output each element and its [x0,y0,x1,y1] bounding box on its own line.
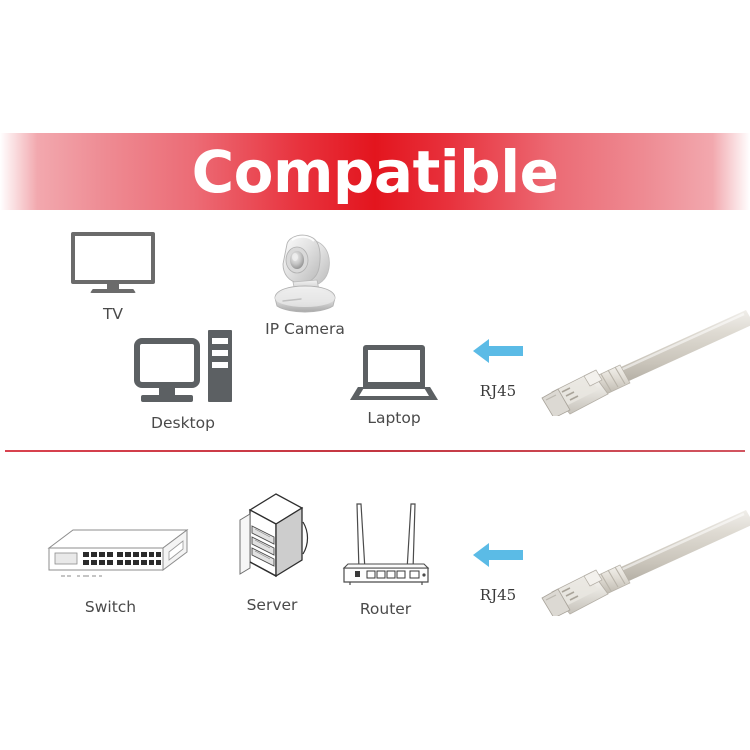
bottom-row-arrow: RJ45 [468,540,528,604]
device-label-tv: TV [102,305,124,323]
monitor-neck [159,388,175,395]
tower-slot [212,338,228,344]
banner-title: Compatible [191,137,559,206]
tv-screen [71,232,155,284]
device-label-desktop: Desktop [151,414,215,432]
wifi-router-icon [334,498,438,590]
device-label-ip-camera: IP Camera [265,320,345,338]
rj45-cable-bottom [536,506,750,621]
device-tv: TV [58,232,168,323]
compatible-banner: Compatible [0,133,750,210]
desktop-monitor [134,338,200,402]
ip-camera-icon [259,228,351,314]
device-laptop: Laptop [344,345,444,427]
connector-label-top: RJ45 [479,382,517,400]
tv-stand [90,289,136,293]
laptop-screen [363,345,425,387]
rj45-patch-cable-icon [541,510,750,619]
device-switch: Switch [28,522,193,616]
device-ip-camera: IP Camera [240,228,370,338]
device-label-router: Router [359,600,412,618]
device-router: Router [333,498,438,618]
top-row-arrow: RJ45 [468,336,528,400]
left-arrow-icon [473,543,523,567]
desktop-tower [208,330,232,402]
monitor-screen [134,338,200,388]
monitor-foot [141,395,193,402]
device-server: Server [222,488,322,614]
device-label-switch: Switch [84,598,137,616]
tv-icon [71,232,155,293]
tower-slot [212,350,228,356]
tower-slot [212,362,228,368]
server-rack-icon [232,488,312,588]
laptop-keyboard [359,389,429,396]
desktop-computer-icon [134,330,232,402]
device-label-server: Server [246,596,298,614]
section-divider [5,450,745,452]
tv-neck [107,284,119,289]
device-desktop: Desktop [122,330,244,432]
rj45-cable-top [536,306,750,421]
connector-label-bottom: RJ45 [479,586,517,604]
device-label-laptop: Laptop [367,409,421,427]
laptop-icon [350,345,438,400]
left-arrow-icon [473,339,523,363]
rj45-patch-cable-icon [541,310,750,419]
network-switch-icon [31,522,191,584]
